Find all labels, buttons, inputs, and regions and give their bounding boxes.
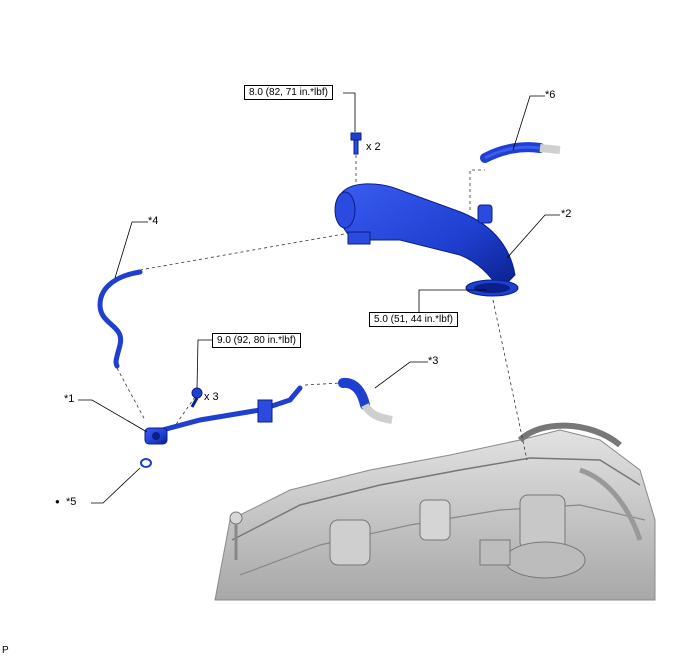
- hose-part-4: [97, 269, 143, 369]
- torque-spec-box-3: 9.0 (92, 80 in.*lbf): [212, 333, 301, 348]
- callout-bullet: ●: [55, 497, 60, 506]
- hose-part-3: [338, 377, 393, 424]
- pcv-pipe-part-1: [144, 385, 303, 445]
- torque-spec-box-1: 8.0 (82, 71 in.*lbf): [244, 85, 333, 100]
- callout-part-6: *6: [545, 89, 556, 101]
- callout-part-2: *2: [561, 208, 572, 220]
- engine-assembly: [214, 422, 656, 601]
- callout-part-3: *3: [428, 355, 439, 367]
- callout-part-4: *4: [148, 215, 159, 227]
- quantity-label-bolt-x2: x 2: [366, 141, 381, 153]
- alignment-lines: [116, 155, 528, 461]
- o-ring-part-5: [140, 458, 152, 468]
- bolt-x3-icon: [190, 387, 203, 408]
- hose-part-6: [480, 142, 561, 163]
- callout-part-5: *5: [66, 496, 77, 508]
- quantity-label-bolt-x3: x 3: [204, 391, 219, 403]
- callout-part-1: *1: [64, 393, 75, 405]
- bolt-x2-icon: [350, 132, 362, 155]
- intake-pipe-part-2: [334, 183, 519, 297]
- corner-label: P: [2, 645, 9, 656]
- torque-spec-box-2: 5.0 (51, 44 in.*lbf): [369, 312, 458, 327]
- leader-lines: [78, 92, 560, 504]
